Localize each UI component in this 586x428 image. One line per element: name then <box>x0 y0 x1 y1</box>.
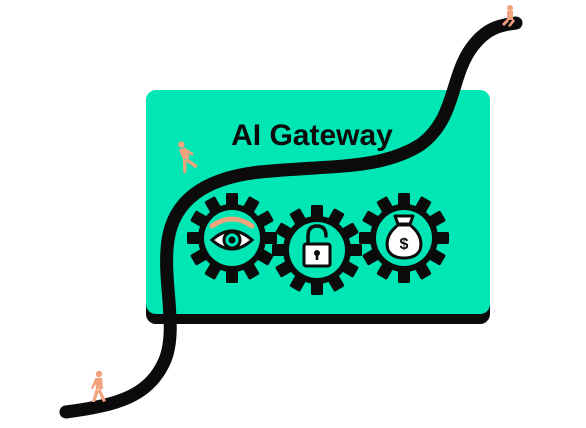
dollar-sign: $ <box>400 236 409 253</box>
gear-cost: $ <box>359 193 449 283</box>
walking-person-icon-2 <box>178 141 198 174</box>
money-bag-icon: $ <box>385 214 423 260</box>
sitting-person-icon <box>502 5 515 27</box>
gear-security <box>272 205 362 295</box>
eye-icon <box>209 216 255 251</box>
winding-road <box>59 16 523 419</box>
walking-person-icon <box>91 370 106 402</box>
unlocked-padlock-icon <box>302 224 332 268</box>
gear-observability <box>187 193 277 283</box>
card-title: AI Gateway <box>231 119 393 152</box>
